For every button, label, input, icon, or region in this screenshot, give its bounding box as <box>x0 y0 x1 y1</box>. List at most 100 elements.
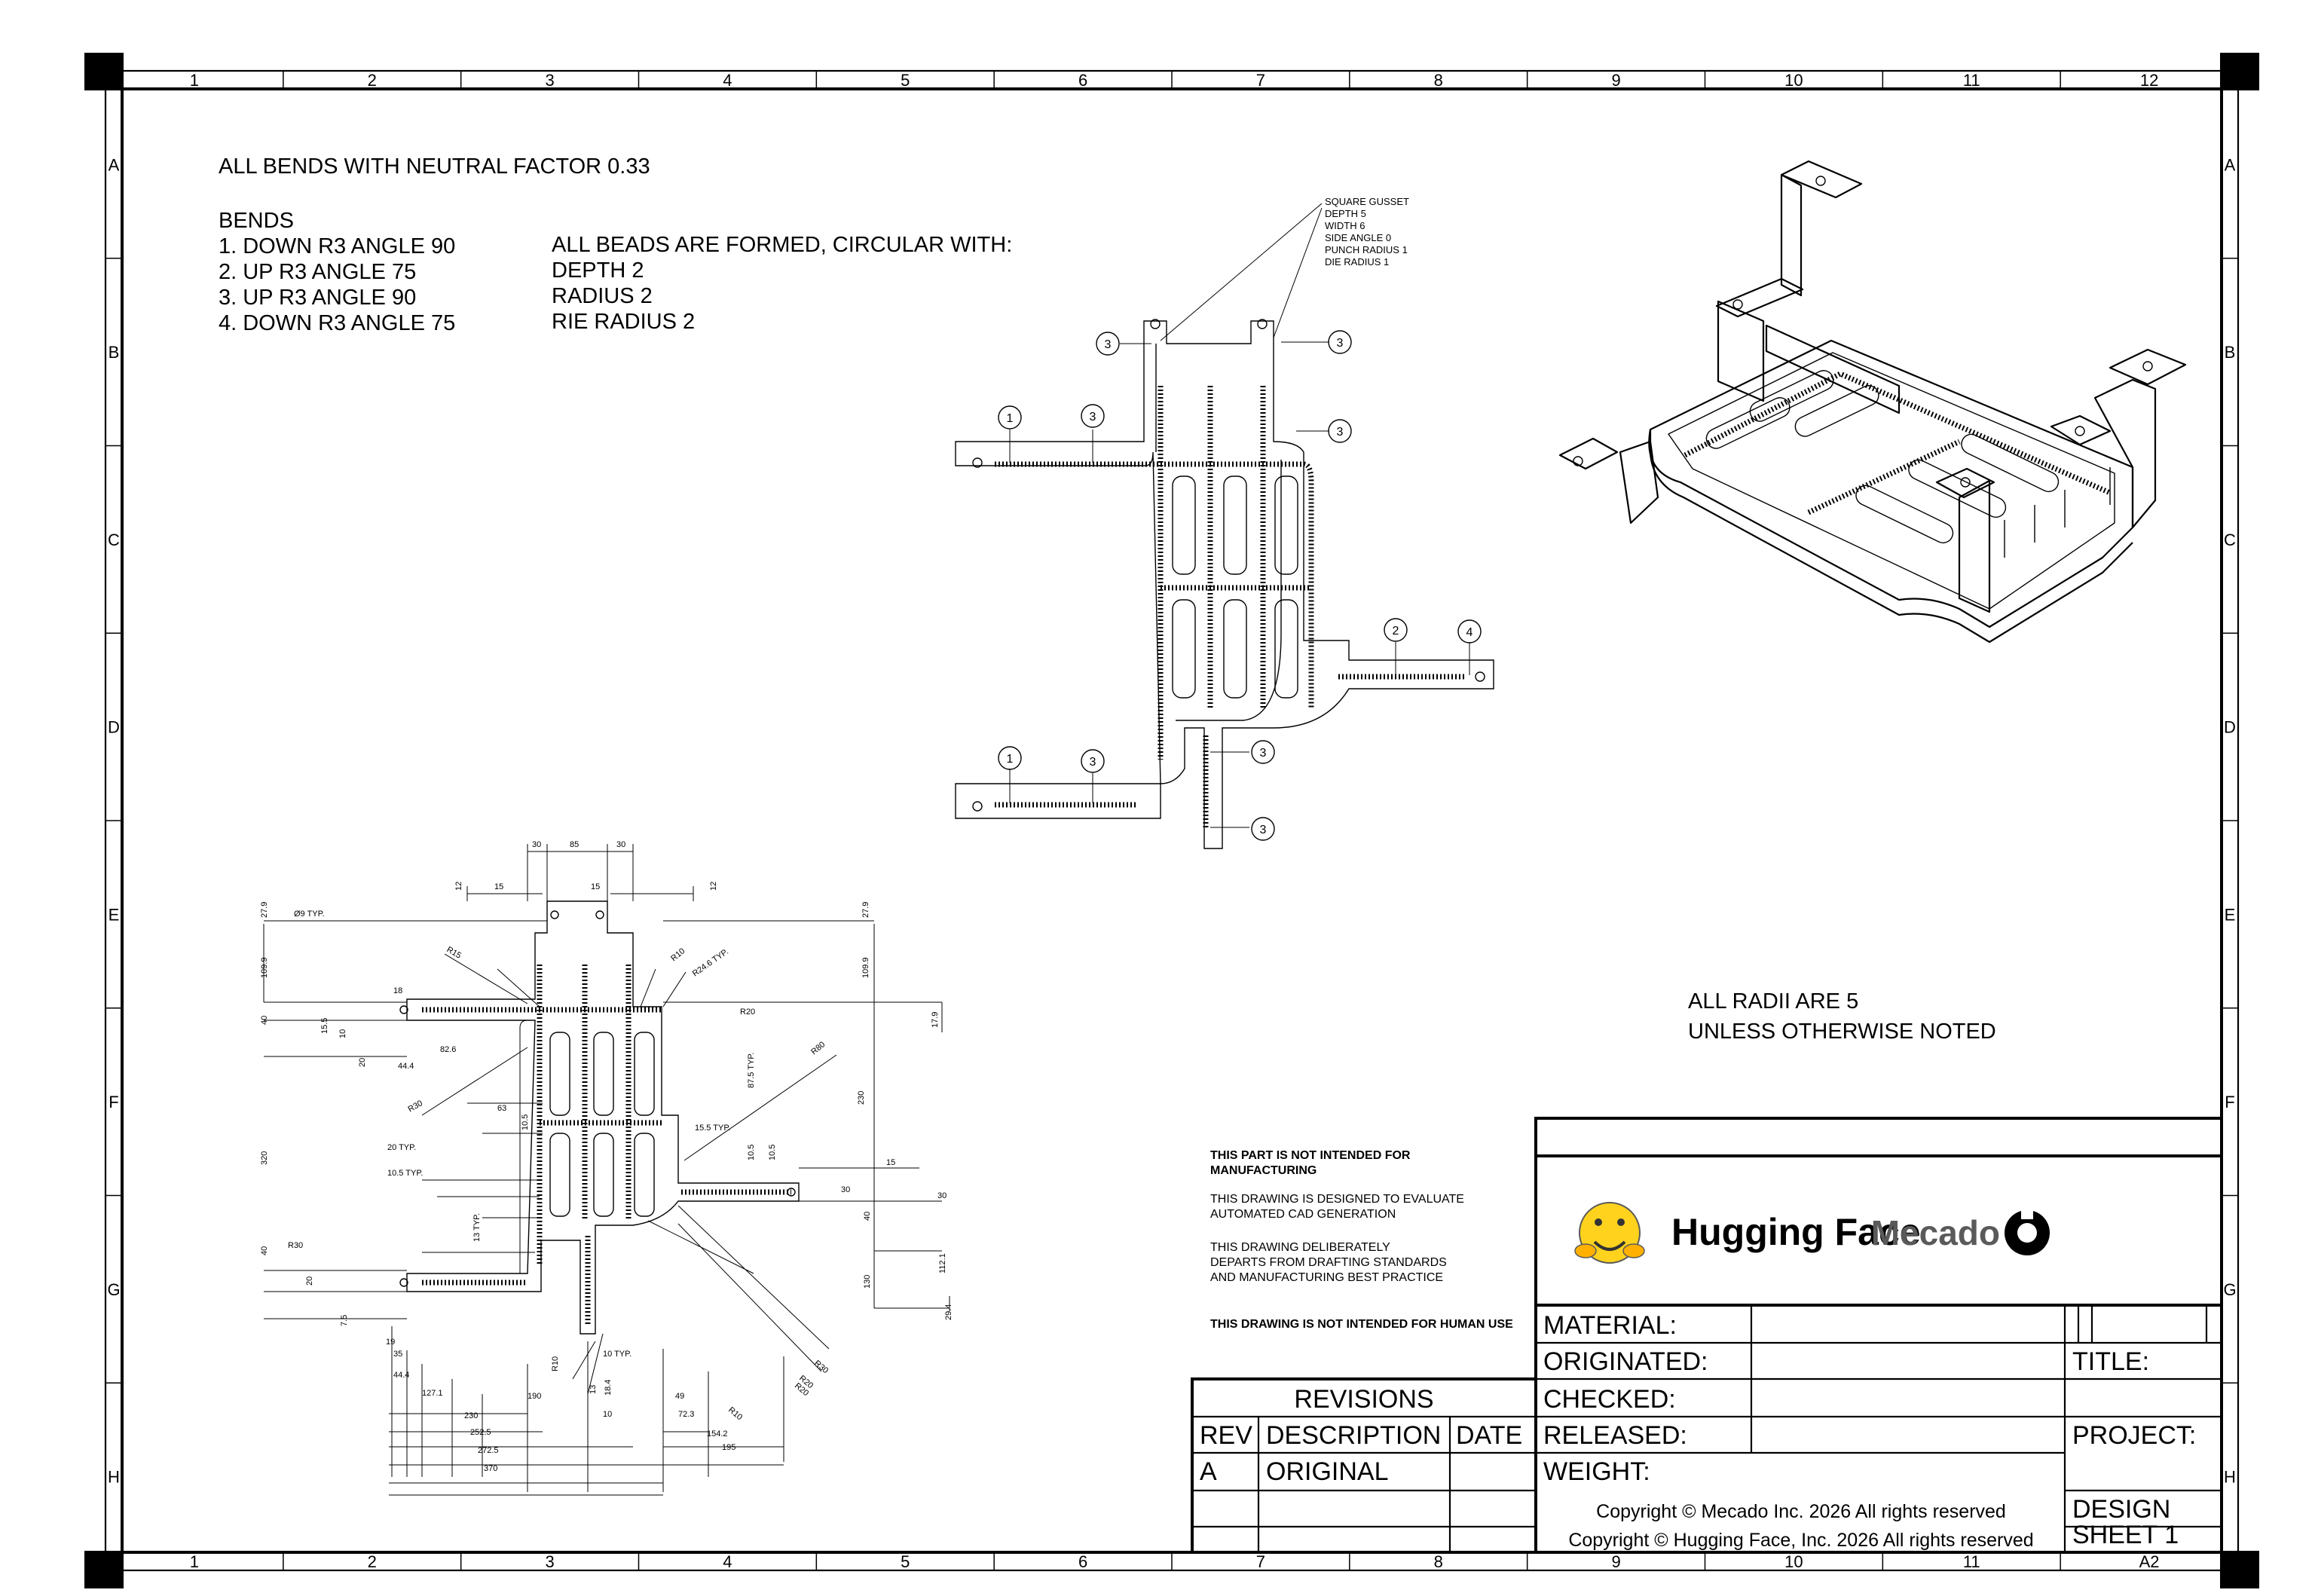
bend-note: 1. DOWN R3 ANGLE 90 <box>219 234 455 258</box>
dim-view-outline <box>406 900 800 1335</box>
stiffener-rib <box>1274 599 1298 699</box>
dimension-label: 40 <box>260 1246 269 1255</box>
revisions-frame <box>1191 1377 1537 1554</box>
zone-row-label: G <box>107 1280 120 1299</box>
bend-callout-label: 3 <box>1105 338 1112 351</box>
disclaimer-line: THIS PART IS NOT INTENDED FOR <box>1210 1149 1411 1162</box>
zone-row-label: G <box>2223 1280 2236 1299</box>
bend-callout-label: 2 <box>1393 625 1399 637</box>
hole <box>1150 319 1161 329</box>
formed-bead <box>995 461 1314 708</box>
dimension-label: 30 <box>532 840 541 849</box>
disclaimer-line: AND MANUFACTURING BEST PRACTICE <box>1210 1271 1443 1284</box>
bend-callout: 3 <box>1251 817 1275 841</box>
bend-callout: 3 <box>1328 330 1352 354</box>
zone-column-label: A2 <box>2139 1552 2160 1571</box>
zone-row-label: H <box>2224 1468 2236 1487</box>
copyright-hugging-face: Copyright © Hugging Face, Inc. 2026 All … <box>1568 1530 2033 1551</box>
bend-callouts: 3 3 3 1 3 2 4 1 3 3 3 <box>998 330 1482 841</box>
iso-wall-back <box>1717 300 1901 414</box>
title-label: TITLE: <box>2072 1347 2149 1376</box>
zone-row-label: B <box>2225 343 2236 362</box>
dimension-label: 112.1 <box>938 1253 947 1273</box>
bend-callout-label: 1 <box>1007 412 1014 425</box>
dimension-label: 10.5 <box>521 1114 530 1130</box>
hole <box>787 1188 796 1197</box>
dimension-label: 10 <box>338 1029 347 1038</box>
flat-pattern-inner-edge <box>1155 344 1282 721</box>
bend-callout-label: 3 <box>1337 337 1344 350</box>
bend-callout: 3 <box>1328 419 1352 443</box>
dimension-label: 370 <box>484 1464 497 1473</box>
dimension-label: R10 <box>726 1405 744 1422</box>
bend-callout-label: 3 <box>1337 426 1344 439</box>
dimension-label: R30 <box>812 1359 830 1375</box>
dimension-label: 190 <box>528 1392 541 1401</box>
dimension-label: 18 <box>393 986 402 995</box>
iso-front-tab <box>1935 467 1995 499</box>
hole <box>399 1005 408 1014</box>
zone-row-label: C <box>2224 530 2236 549</box>
revision-description: ORIGINAL <box>1266 1457 1388 1486</box>
revision-rev: A <box>1200 1457 1217 1486</box>
bend-callout: 3 <box>1081 404 1105 428</box>
dimension-label: 18.4 <box>604 1380 613 1396</box>
iso-wall-right <box>2093 378 2157 529</box>
dimension-label: 252.5 <box>470 1428 491 1437</box>
iso-hole <box>2075 426 2085 436</box>
radii-note-line: UNLESS OTHERWISE NOTED <box>1688 1020 1996 1044</box>
dimension-label: 12 <box>454 882 463 891</box>
corner-mark <box>84 53 124 90</box>
iso-hole <box>1732 299 1743 310</box>
dimension-label: 35 <box>393 1350 402 1359</box>
dimension-label: 10 TYP. <box>603 1350 632 1359</box>
iso-hole <box>1573 456 1583 466</box>
dimension-label: 44.4 <box>398 1062 414 1071</box>
dimension-label: 10.5 <box>747 1145 756 1160</box>
zone-column-label: 9 <box>1611 1552 1620 1571</box>
bend-note: 4. DOWN R3 ANGLE 75 <box>219 311 455 335</box>
iso-rib <box>1961 433 2060 493</box>
dimension-label: 72.3 <box>678 1410 694 1419</box>
bend-callout: 3 <box>1081 749 1105 773</box>
beads-note: ALL BEADS ARE FORMED, CIRCULAR WITH: <box>552 233 1012 257</box>
dimension-lines <box>263 844 950 1496</box>
beads-note: RIE RADIUS 2 <box>552 310 695 334</box>
zone-column-label: 2 <box>368 1552 377 1571</box>
date-header: DATE <box>1456 1421 1522 1450</box>
bend-callout: 1 <box>998 405 1022 430</box>
dimension-label: R10 <box>551 1356 560 1371</box>
description-header: DESCRIPTION <box>1266 1421 1441 1450</box>
dimension-label: 15.5 <box>320 1018 329 1034</box>
dimension-label: 109.9 <box>861 957 870 978</box>
material-label: MATERIAL: <box>1543 1311 1677 1340</box>
zone-row-label: D <box>2224 718 2236 737</box>
dimension-label: 130 <box>863 1275 872 1289</box>
disclaimer-line: DEPARTS FROM DRAFTING STANDARDS <box>1210 1256 1447 1269</box>
callout-leader <box>1009 341 1470 828</box>
bend-note: 2. UP R3 ANGLE 75 <box>219 260 416 284</box>
dimension-label: R10 <box>669 946 687 963</box>
zone-column-label: 7 <box>1256 1552 1265 1571</box>
zone-row-label: A <box>109 155 120 174</box>
radii-note: ALL RADII ARE 5 UNLESS OTHERWISE NOTED <box>1688 989 1996 1044</box>
gusset-note: SQUARE GUSSET DEPTH 5 WIDTH 6 SIDE ANGLE… <box>1160 196 1409 341</box>
iso-rib <box>1794 385 1879 437</box>
zone-column-label: 8 <box>1434 1552 1443 1571</box>
gusset-note-line: WIDTH 6 <box>1325 220 1365 231</box>
bend-callout: 3 <box>1251 740 1275 764</box>
checked-label: CHECKED: <box>1543 1385 1676 1414</box>
zone-column-label: 2 <box>368 71 377 90</box>
title-block: Hugging Face Mecado MATERIAL: ORIGINATED… <box>1534 1117 2223 1554</box>
radii-note-line: ALL RADII ARE 5 <box>1688 989 1858 1014</box>
dimension-label: R80 <box>809 1040 827 1056</box>
general-notes: ALL BENDS WITH NEUTRAL FACTOR 0.33 BENDS… <box>219 154 1012 335</box>
mecado-wordmark: Mecado <box>1871 1213 2000 1252</box>
originated-label: ORIGINATED: <box>1543 1347 1708 1376</box>
beads-note: DEPTH 2 <box>552 258 644 283</box>
zone-row-label: B <box>109 343 120 362</box>
zone-row-label: D <box>108 718 120 737</box>
zone-column-label: 5 <box>901 1552 910 1571</box>
